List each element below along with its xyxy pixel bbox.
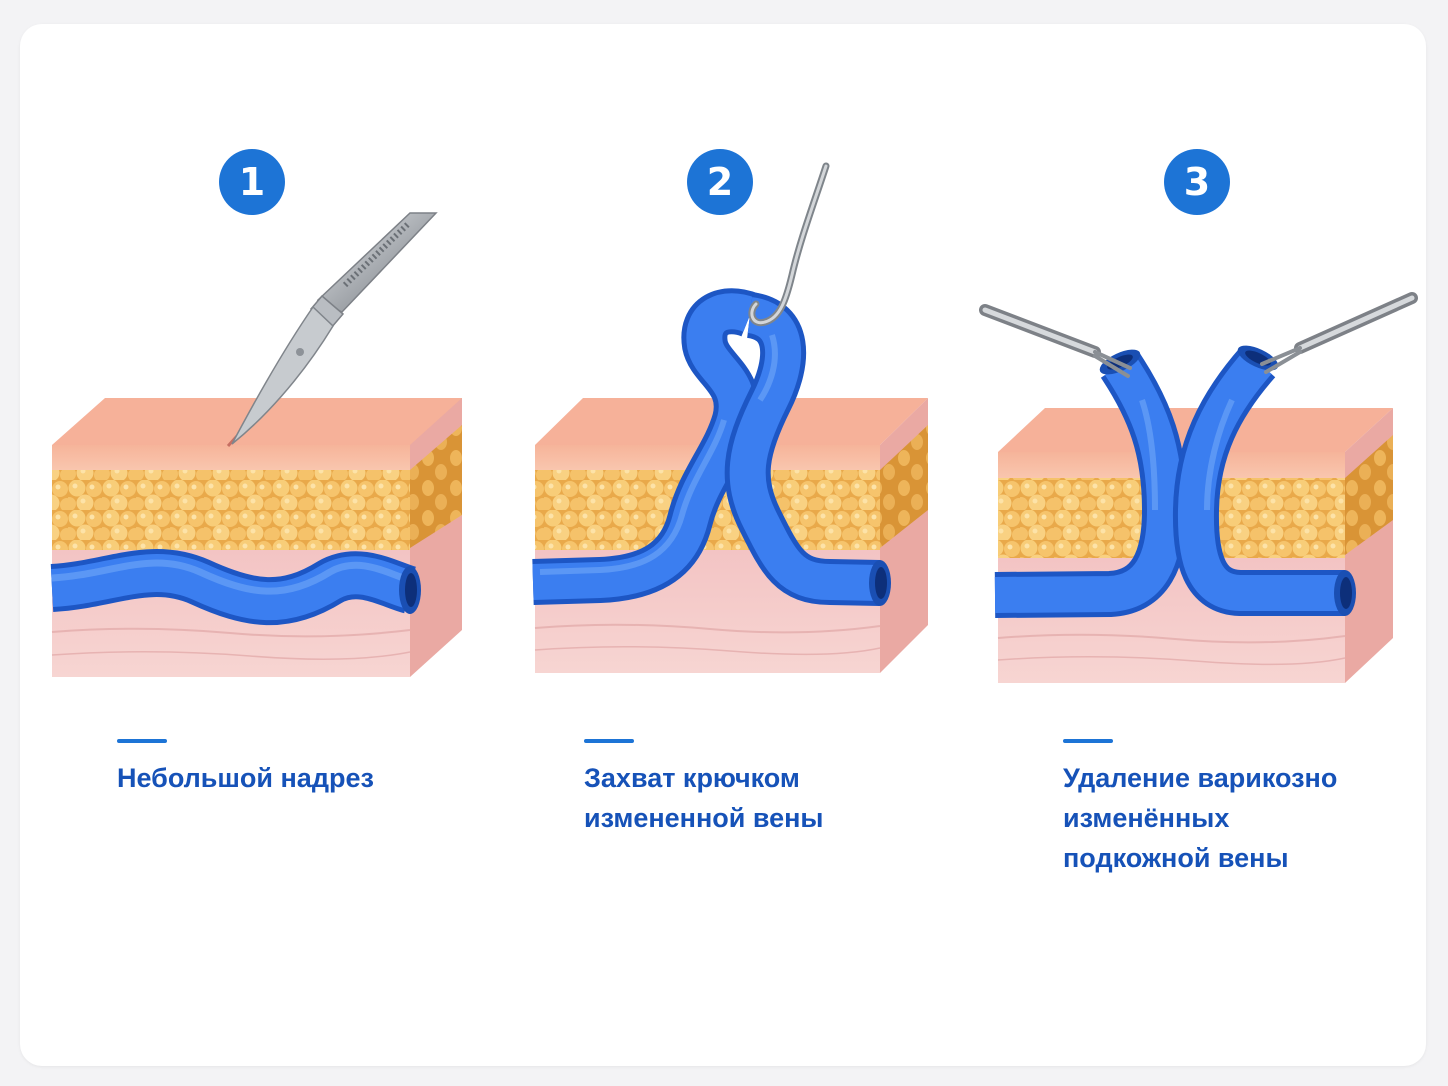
tissue-block-1 <box>52 398 462 677</box>
step-3-caption: Удаление варикозно изменённых подкожной … <box>1063 758 1337 878</box>
step-3-badge: 3 <box>1164 149 1230 215</box>
step-2-badge: 2 <box>687 149 753 215</box>
forceps-icon <box>985 298 1412 376</box>
step-2-caption-line-2: измененной вены <box>584 798 824 838</box>
step-1-caption-line-1: Небольшой надрез <box>117 758 374 798</box>
step-1-dash <box>117 739 167 743</box>
step-2-caption: Захват крючком измененной вены <box>584 758 824 838</box>
step-3-dash <box>1063 739 1113 743</box>
step-3-caption-line-2: изменённых <box>1063 798 1337 838</box>
step-3-caption-line-3: подкожной вены <box>1063 838 1337 878</box>
step-2-caption-line-1: Захват крючком <box>584 758 824 798</box>
step-1-caption: Небольшой надрез <box>117 758 374 798</box>
step-2-dash <box>584 739 634 743</box>
step-3-caption-line-1: Удаление варикозно <box>1063 758 1337 798</box>
step-1-badge: 1 <box>219 149 285 215</box>
